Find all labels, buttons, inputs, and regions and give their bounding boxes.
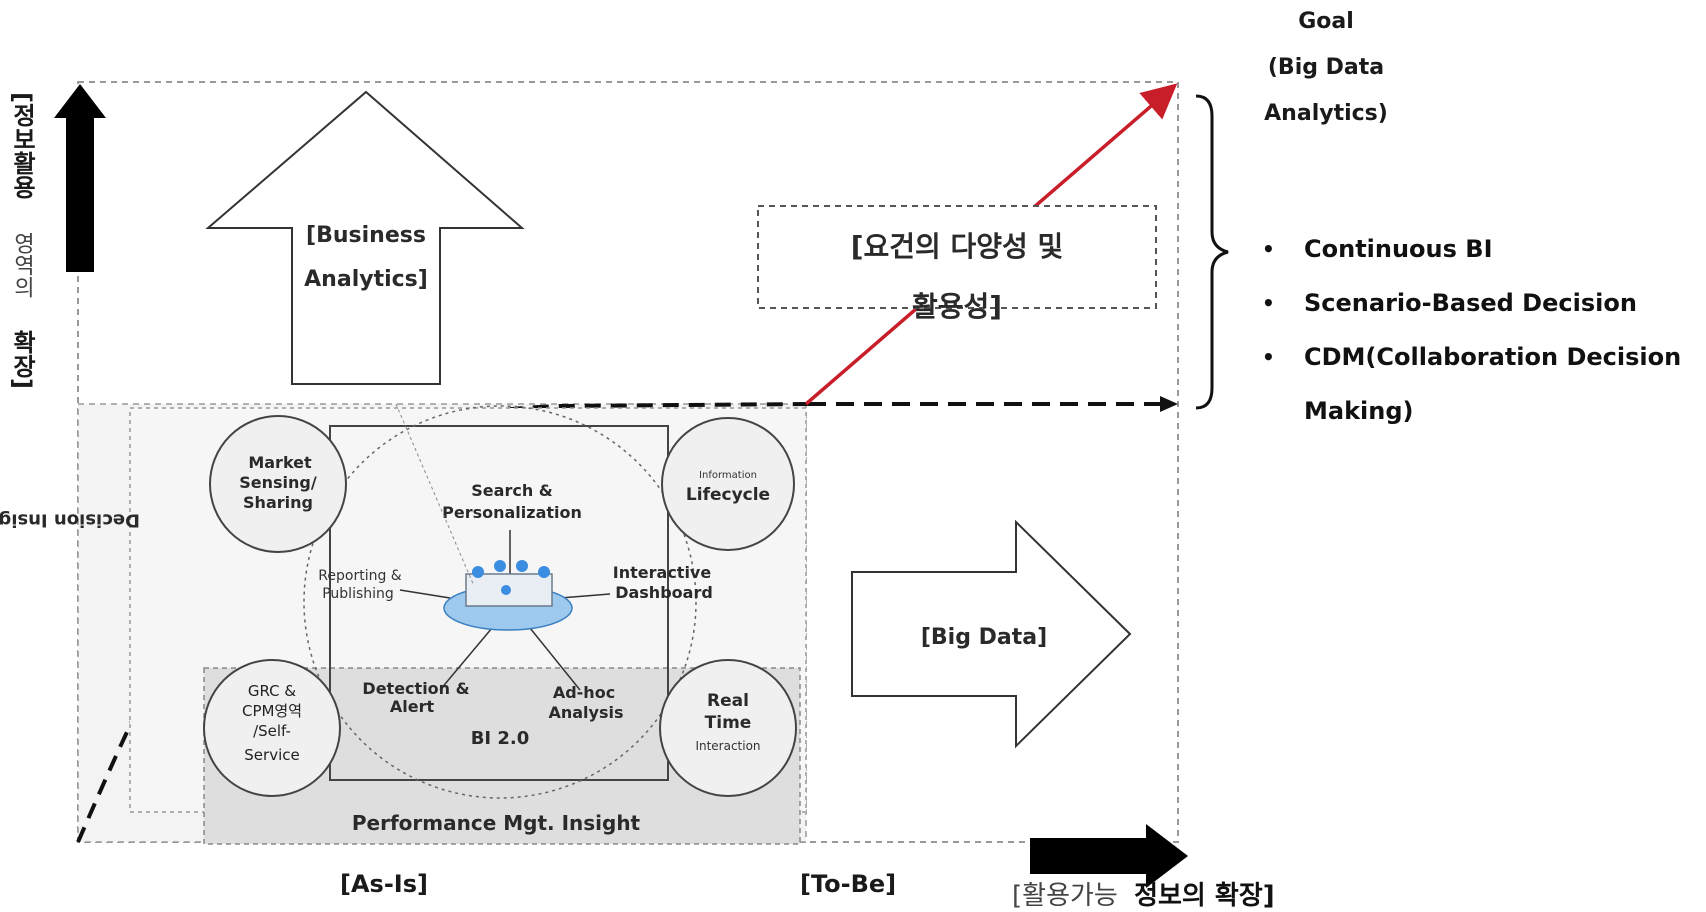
feature-scenario-based-decision: •Scenario-Based Decision [1262, 276, 1702, 330]
svg-text:Goal: Goal [1298, 9, 1354, 34]
y-axis-arrow [54, 84, 106, 272]
svg-text:BI 2.0: BI 2.0 [471, 728, 530, 749]
svg-text:Dashboard: Dashboard [615, 583, 713, 602]
svg-text:[요건의 다양성 및: [요건의 다양성 및 [851, 230, 1064, 263]
svg-text:Reporting &: Reporting & [318, 568, 402, 584]
bullet-icon: • [1262, 237, 1275, 261]
svg-text:Publishing: Publishing [322, 586, 394, 602]
svg-text:Information: Information [699, 470, 757, 481]
goal-bracket [1195, 94, 1229, 410]
svg-text:[Big Data]: [Big Data] [921, 625, 1047, 650]
svg-text:Interaction: Interaction [695, 739, 760, 753]
svg-text:Sharing: Sharing [243, 493, 313, 512]
svg-text:/Self-: /Self- [253, 722, 291, 740]
svg-text:Decision Insight: Decision Insight [0, 510, 140, 531]
business-analytics-arrow: [Business Analytics] [205, 90, 525, 385]
y-axis-label-tail: 확장] [8, 330, 36, 389]
svg-text:[Business: [Business [306, 223, 426, 248]
svg-text:(Big Data: (Big Data [1268, 55, 1384, 80]
svg-text:GRC &: GRC & [248, 682, 297, 700]
bullet-icon: • [1262, 345, 1275, 369]
svg-text:Ad-hoc: Ad-hoc [553, 683, 615, 702]
svg-text:CPM영역: CPM영역 [242, 702, 302, 720]
svg-text:Analysis: Analysis [548, 703, 623, 722]
svg-text:Detection &: Detection & [362, 679, 469, 698]
svg-text:Time: Time [705, 713, 752, 733]
svg-text:Market: Market [248, 453, 312, 472]
svg-text:Search &: Search & [471, 481, 553, 500]
requirements-box: [요건의 다양성 및 활용성] [757, 205, 1157, 323]
to-be-label: [To-Be] [800, 870, 896, 898]
svg-text:Analytics]: Analytics] [304, 267, 428, 292]
svg-text:Lifecycle: Lifecycle [686, 485, 770, 505]
x-axis-label: [활용가능 정보의 확장] [1012, 881, 1275, 911]
goal-feature-list: •Continuous BI •Scenario-Based Decision … [1262, 222, 1702, 438]
x-axis-arrow [1030, 824, 1188, 888]
goal-label: Goal (Big Data Analytics) [1264, 9, 1388, 126]
svg-text:Real: Real [707, 691, 749, 711]
big-data-arrow: [Big Data] [851, 519, 1132, 749]
y-axis-label-light: 영역의 [10, 232, 35, 298]
svg-text:Sensing/: Sensing/ [239, 473, 317, 492]
svg-text:Interactive: Interactive [613, 563, 712, 582]
server-cluster-icon [443, 560, 573, 631]
bi-2-diagram: Decision Insight Performance Mgt. Insigh… [0, 405, 807, 845]
svg-text:Personalization: Personalization [442, 503, 582, 522]
feature-continuous-bi: •Continuous BI [1262, 222, 1702, 276]
svg-text:Service: Service [244, 746, 299, 764]
as-is-label: [As-Is] [340, 870, 428, 898]
svg-text:Alert: Alert [390, 697, 435, 716]
y-axis-label: [정보활용 [8, 92, 36, 199]
bullet-icon: • [1262, 291, 1275, 315]
svg-text:Performance Mgt. Insight: Performance Mgt. Insight [352, 811, 641, 835]
svg-text:활용성]: 활용성] [912, 290, 1002, 323]
svg-text:Analytics): Analytics) [1264, 101, 1388, 126]
